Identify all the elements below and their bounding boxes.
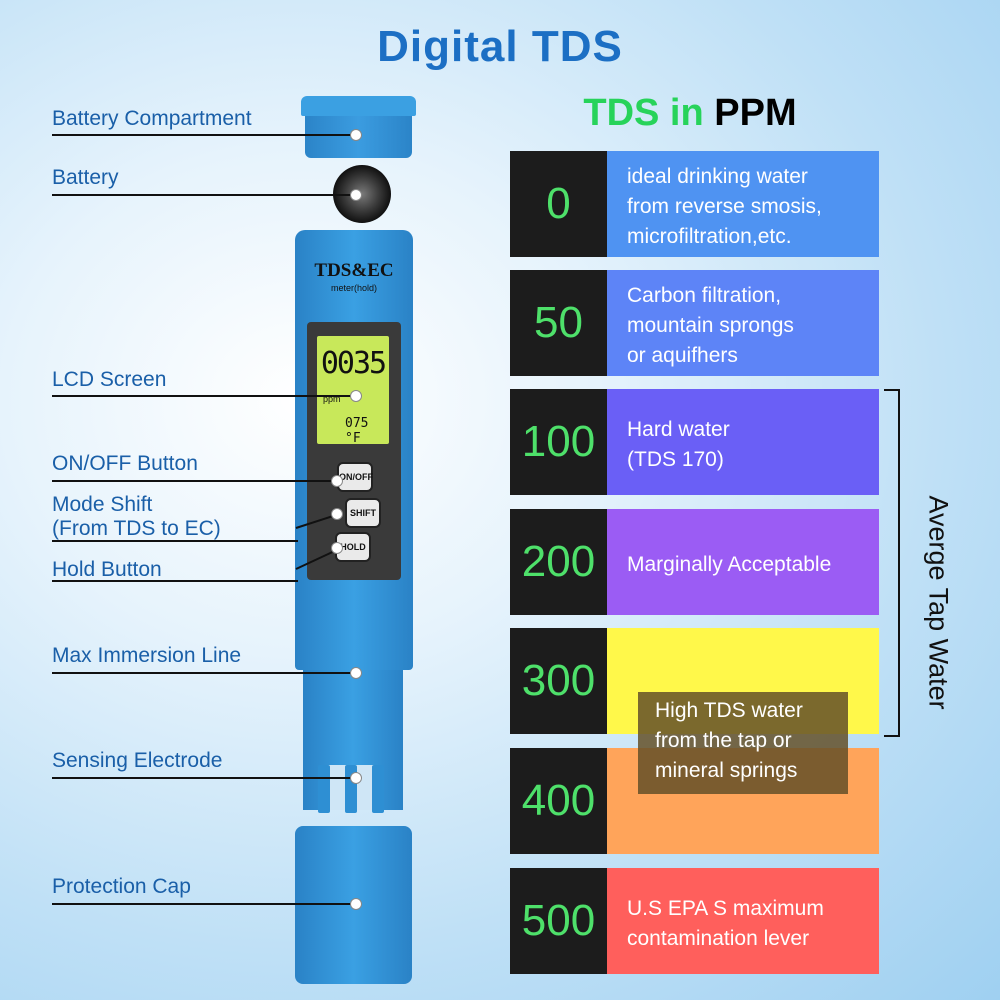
tds-ppm-value: 300	[510, 628, 607, 734]
tap-water-bracket	[884, 389, 900, 737]
label-battery-compartment: Battery Compartment	[52, 107, 252, 130]
leader-line	[52, 777, 354, 779]
meter-body: TDS&EC meter(hold) 0035 ppm 075 °F ON/OF…	[295, 230, 413, 670]
label-battery: Battery	[52, 166, 119, 189]
leader-line	[52, 903, 354, 905]
meter-brand-sub: meter(hold)	[330, 283, 377, 293]
tds-ppm-value: 50	[510, 270, 607, 376]
tds-description: U.S EPA S maximum contamination lever	[607, 868, 879, 974]
label-mode-shift: Mode Shift	[52, 493, 153, 516]
lcd-display: 0035 ppm 075 °F	[317, 336, 389, 446]
leader-line	[52, 580, 298, 582]
label-protection-cap: Protection Cap	[52, 875, 191, 898]
leader-line	[52, 540, 298, 542]
onoff-button[interactable]: ON/OFF	[337, 462, 373, 492]
bracket-label: Averge Tap Water	[923, 495, 954, 710]
leader-line	[52, 194, 354, 196]
leader-dot	[350, 390, 362, 402]
tds-ppm-value: 100	[510, 389, 607, 495]
lcd-temperature: 075 °F	[345, 416, 369, 446]
meter-brand: TDS&EC	[314, 260, 394, 281]
electrode-prong-right	[372, 765, 384, 813]
leader-dot	[350, 772, 362, 784]
leader-dot	[331, 542, 343, 554]
leader-dot	[350, 898, 362, 910]
tds-ppm-value: 200	[510, 509, 607, 615]
leader-line	[52, 134, 354, 136]
page-title: Digital TDS	[377, 22, 623, 71]
tds-description: Marginally Acceptable	[607, 509, 879, 615]
leader-dot	[350, 189, 362, 201]
control-panel: 0035 ppm 075 °F ON/OFF SHIFT HOLD	[307, 322, 401, 580]
tds-ppm-value: 400	[510, 748, 607, 854]
subtitle-tds-in: TDS in	[583, 92, 704, 134]
tds-description: Carbon filtration, mountain sprongs or a…	[607, 270, 879, 376]
label-lcd-screen: LCD Screen	[52, 368, 167, 391]
lcd-value: 0035	[320, 346, 387, 381]
label-max-immersion-line: Max Immersion Line	[52, 644, 242, 667]
leader-dot	[350, 667, 362, 679]
leader-line	[52, 395, 354, 397]
subtitle: TDS in PPM	[520, 92, 860, 135]
leader-line	[52, 480, 335, 482]
high-tds-note: High TDS water from the tap or mineral s…	[638, 692, 848, 794]
leader-dot	[350, 129, 362, 141]
label-onoff-button: ON/OFF Button	[52, 452, 198, 475]
lcd-unit: ppm	[323, 394, 341, 404]
tds-description: Hard water (TDS 170)	[607, 389, 879, 495]
label-mode-shift-detail: (From TDS to EC)	[52, 517, 221, 540]
battery-compartment-cap	[301, 96, 416, 158]
label-sensing-electrode: Sensing Electrode	[52, 749, 223, 772]
shift-button[interactable]: SHIFT	[345, 498, 381, 528]
subtitle-ppm: PPM	[714, 92, 797, 134]
tds-description: ideal drinking water from reverse smosis…	[607, 151, 879, 257]
tds-ppm-value: 0	[510, 151, 607, 257]
tds-ppm-value: 500	[510, 868, 607, 974]
label-hold-button: Hold Button	[52, 558, 162, 581]
leader-dot	[331, 475, 343, 487]
electrode-prong-left	[318, 765, 330, 813]
leader-dot	[331, 508, 343, 520]
leader-line	[52, 672, 354, 674]
